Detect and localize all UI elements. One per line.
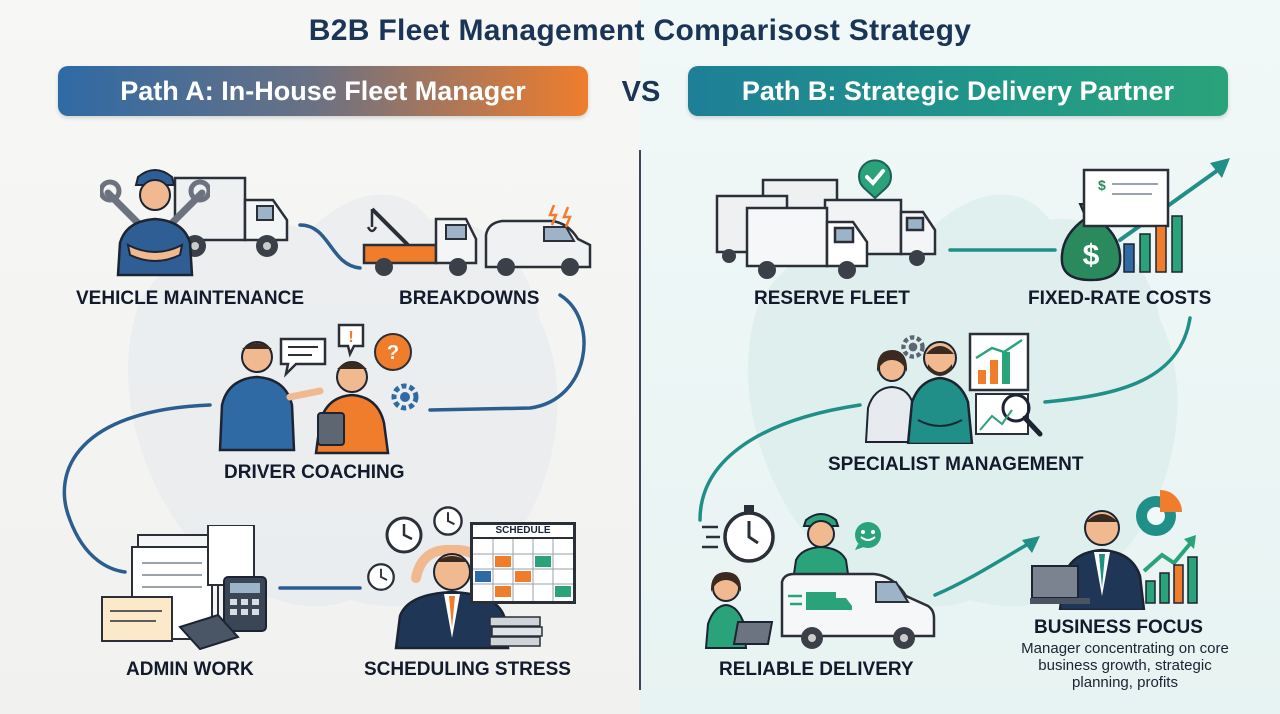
connector-coaching-admin: [62, 403, 212, 574]
tow-truck-icon: [362, 207, 478, 276]
connector-costs-specialist: [1043, 316, 1192, 404]
node-admin-work: ADMIN WORK: [126, 659, 254, 680]
pie-chart-icon: [1136, 490, 1182, 536]
broken-van-icon: [484, 205, 592, 276]
coaching-people-icon: [218, 341, 390, 455]
analytics-icon: [968, 332, 1043, 437]
node-reliable-delivery: RELIABLE DELIVERY: [719, 659, 914, 680]
book-stack-icon: [489, 616, 543, 647]
clock-icon: [385, 516, 423, 554]
vs-label: VS: [621, 76, 661, 108]
node-reserve-fleet: RESERVE FLEET: [754, 288, 910, 309]
clock-icon-3: [367, 563, 395, 591]
mechanic-icon: [100, 169, 210, 277]
growth-arrow-line: [1118, 163, 1227, 242]
woman-laptop-icon: [704, 572, 774, 649]
connector-maintenance-breakdowns: [298, 223, 362, 270]
specialist-team-icon: [864, 341, 974, 444]
node-driver-coaching: DRIVER COACHING: [224, 462, 405, 483]
calculator-icon: [178, 576, 267, 650]
business-focus-description: Manager concentrating on core business g…: [1021, 640, 1229, 691]
connector-breakdowns-coaching: [428, 293, 586, 412]
delivery-van-icon: [780, 572, 936, 649]
connector-specialist-delivery: [698, 403, 862, 522]
schedule-board-label: SCHEDULE: [473, 525, 573, 539]
node-business-focus: BUSINESS FOCUS: [1034, 617, 1203, 638]
speech-bubble-icon: [279, 337, 327, 378]
focus-arrow-head: [1022, 536, 1040, 553]
node-scheduling-stress: SCHEDULING STRESS: [364, 659, 571, 680]
growth-bars-icon: [1142, 535, 1198, 604]
stressed-manager-icon: [394, 544, 510, 650]
growth-arrow-head: [1210, 158, 1230, 178]
path-b-banner: Path B: Strategic Delivery Partner: [688, 66, 1228, 116]
question-bubble-icon: ! ?: [337, 323, 412, 371]
node-fixed-rate-costs: FIXED-RATE COSTS: [1028, 288, 1212, 309]
gear-icon-b: [901, 335, 925, 359]
svg-text:!: !: [348, 329, 353, 346]
growth-chart-icon: [1123, 215, 1183, 273]
invoice-icon: $: [1082, 168, 1170, 228]
path-a-banner: Path A: In-House Fleet Manager: [58, 66, 588, 116]
schedule-board-icon: SCHEDULE: [470, 522, 576, 604]
gear-icon: [391, 383, 419, 411]
check-badge-icon: [858, 159, 892, 200]
smile-bubble-icon: [855, 522, 881, 550]
svg-text:$: $: [1083, 239, 1100, 272]
node-vehicle-maintenance: VEHICLE MAINTENANCE: [76, 288, 305, 309]
page-title: B2B Fleet Management Comparisost Strateg…: [308, 14, 972, 47]
node-specialist-management: SPECIALIST MANAGEMENT: [828, 454, 1084, 475]
schedule-grid: [473, 539, 573, 601]
svg-text:$: $: [1098, 177, 1106, 193]
driver-icon: [792, 513, 850, 574]
center-divider: [639, 150, 641, 690]
paperwork-stack-icon: [101, 525, 255, 642]
stopwatch-icon: [702, 505, 775, 563]
node-breakdowns: BREAKDOWNS: [399, 288, 540, 309]
clock-icon-2: [433, 506, 463, 536]
svg-text:?: ?: [387, 342, 399, 364]
business-manager-icon: [1030, 510, 1146, 610]
connector-delivery-focus: [933, 538, 1037, 597]
fleet-trucks-icon: [715, 178, 937, 279]
